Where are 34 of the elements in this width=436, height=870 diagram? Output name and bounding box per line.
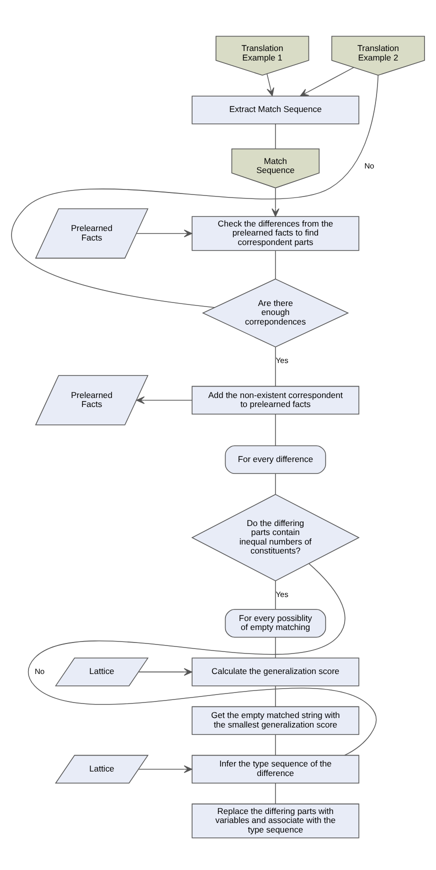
connector xyxy=(275,734,276,756)
node-diamond: Are there enough correpondences xyxy=(202,278,349,348)
arrow xyxy=(266,74,274,96)
connector xyxy=(275,580,276,610)
node-box: Get the empty matched string with the smallest generalization score xyxy=(192,706,360,735)
node-box: For every difference xyxy=(224,445,326,474)
node-box: For every possiblity of empty matching xyxy=(224,609,326,638)
arrow xyxy=(300,67,354,96)
connector xyxy=(275,473,276,495)
edge-label: Yes xyxy=(276,590,288,600)
node-box: Calculate the generalization score xyxy=(192,658,360,686)
node-box: Replace the differing parts with variables and associate with the type sequence xyxy=(192,804,360,838)
connector xyxy=(275,686,276,707)
node-box: Infer the type sequence of the difference xyxy=(192,754,360,784)
connector xyxy=(28,563,377,756)
node-box: Check the differences from the prelearned facts to find correspondent parts xyxy=(192,216,360,251)
connector xyxy=(275,414,276,446)
node-box: Extract Match Sequence xyxy=(192,96,360,124)
node-box: Add the non-existent correspondent to prelearned facts xyxy=(192,386,360,414)
arrow xyxy=(136,230,192,238)
edge-label: No xyxy=(34,666,45,676)
connector xyxy=(275,637,276,658)
edge-label: Yes xyxy=(276,356,288,366)
arrow xyxy=(138,668,192,676)
connector xyxy=(275,346,276,387)
connector xyxy=(275,250,276,280)
arrow xyxy=(136,396,192,404)
edge-label: No xyxy=(364,161,374,170)
connector xyxy=(275,782,276,804)
arrow xyxy=(272,188,280,217)
arrow xyxy=(138,765,192,774)
connector xyxy=(11,75,378,308)
connector xyxy=(275,124,276,150)
node-diamond: Do the differing parts contain inequal numbers of constituents? xyxy=(191,494,360,582)
